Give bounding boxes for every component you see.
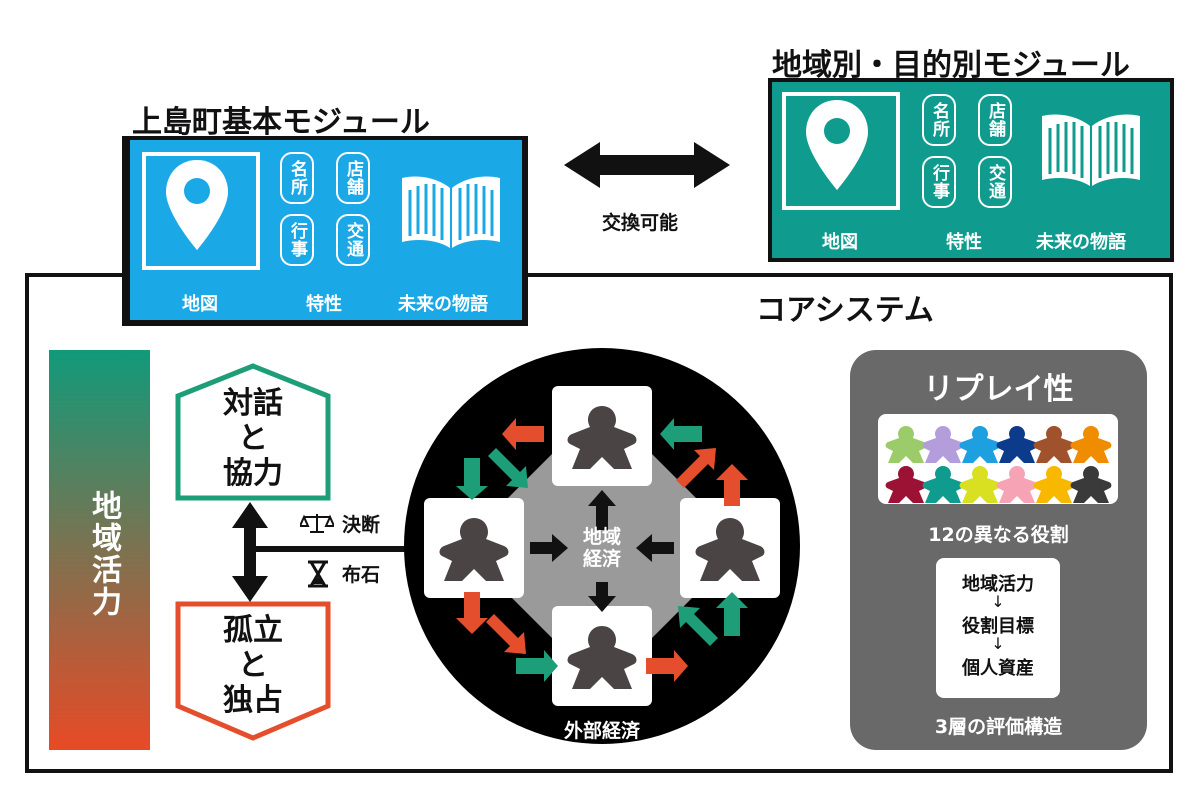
stone-label: 布石 (342, 564, 381, 586)
chip-landmark: 名所 (280, 152, 314, 204)
replay-panel: リプレイ性 12の異なる役割 地域活力 ↓ 役割目標 ↓ 個人資産 3層の評価構… (850, 350, 1147, 750)
isolation-box (175, 601, 331, 741)
stack-item-1: 地域活力 (962, 574, 1034, 595)
role-meeple-icon (996, 466, 1038, 503)
balance-arrow-icon (232, 502, 424, 602)
dialogue-line-1: 対話 (223, 386, 283, 421)
map-label: 地図 (182, 294, 218, 315)
role-meeple-icon (922, 426, 964, 463)
open-book-icon (1042, 114, 1140, 186)
role-meeple-icon (959, 466, 1001, 503)
right-module-title: 地域別・目的別モジュール (772, 48, 1130, 83)
map-frame (142, 152, 260, 270)
replay-title: リプレイ性 (923, 372, 1074, 407)
core-system-title: コアシステム (756, 293, 934, 328)
role-meeple-icon (1070, 426, 1112, 463)
dialogue-box (175, 363, 331, 501)
chip-shop: 店舗 (978, 94, 1012, 146)
stack-item-2: 役割目標 (962, 616, 1034, 637)
role-meeple-icon (959, 426, 1001, 463)
isolation-line-1: 孤立 (223, 613, 283, 648)
chip-transport: 交通 (336, 214, 370, 266)
center-label-2: 経済 (582, 548, 621, 570)
map-label: 地図 (822, 232, 858, 253)
hourglass-icon (308, 560, 328, 588)
chip-transport: 交通 (978, 156, 1012, 208)
open-book-icon (402, 176, 500, 248)
story-label: 未来の物語 (398, 294, 488, 315)
role-meeples (885, 426, 1112, 503)
exchange-label: 交換可能 (602, 212, 679, 234)
double-arrow-icon (564, 142, 730, 188)
isolation-line-3: 独占 (223, 683, 283, 718)
map-pin-icon (806, 100, 868, 190)
stack-item-3: 個人資産 (962, 658, 1034, 679)
left-module: 名所 店舗 行事 交通 地図 特性 未来の物語 (122, 136, 528, 326)
story-label: 未来の物語 (1036, 232, 1126, 253)
chip-shop: 店舗 (336, 152, 370, 204)
outer-economy-label: 外部経済 (563, 720, 640, 742)
chip-event: 行事 (922, 156, 956, 208)
role-meeple-icon (996, 426, 1038, 463)
role-meeple-icon (1033, 466, 1075, 503)
left-module-panel: 名所 店舗 行事 交通 地図 特性 未来の物語 (130, 140, 522, 320)
scale-icon (300, 514, 334, 533)
vitality-label: 地域活力 (86, 490, 121, 618)
map-pin-icon (166, 160, 228, 250)
vitality-bar: 地域活力 (49, 350, 150, 750)
decision-label: 決断 (342, 514, 381, 536)
role-meeple-icon (885, 466, 927, 503)
role-meeple-icon (1033, 426, 1075, 463)
chip-event: 行事 (280, 214, 314, 266)
economy-diagram (404, 348, 800, 744)
core-system-frame (25, 273, 1173, 773)
isolation-line-2: と (238, 648, 268, 683)
stack-arrow-1: ↓ (991, 592, 1005, 611)
roles-caption: 12の異なる役割 (928, 524, 1069, 546)
role-meeple-icon (1070, 466, 1112, 503)
traits-label: 特性 (306, 294, 342, 315)
center-label-1: 地域 (582, 526, 621, 548)
dialogue-line-3: 協力 (223, 456, 283, 491)
evaluation-stack: 地域活力 ↓ 役割目標 ↓ 個人資産 (936, 558, 1060, 698)
left-module-title: 上島町基本モジュール (132, 105, 430, 140)
traits-label: 特性 (946, 232, 982, 253)
chip-landmark: 名所 (922, 94, 956, 146)
dialogue-line-2: と (238, 421, 268, 456)
role-meeple-icon (885, 426, 927, 463)
map-frame (782, 92, 900, 210)
stack-arrow-2: ↓ (991, 634, 1005, 653)
eval-caption: 3層の評価構造 (934, 716, 1063, 738)
role-meeple-icon (922, 466, 964, 503)
roles-card (878, 414, 1118, 504)
right-module-panel: 名所 店舗 行事 交通 地図 特性 未来の物語 (772, 82, 1170, 258)
right-module: 名所 店舗 行事 交通 地図 特性 未来の物語 (768, 78, 1174, 262)
